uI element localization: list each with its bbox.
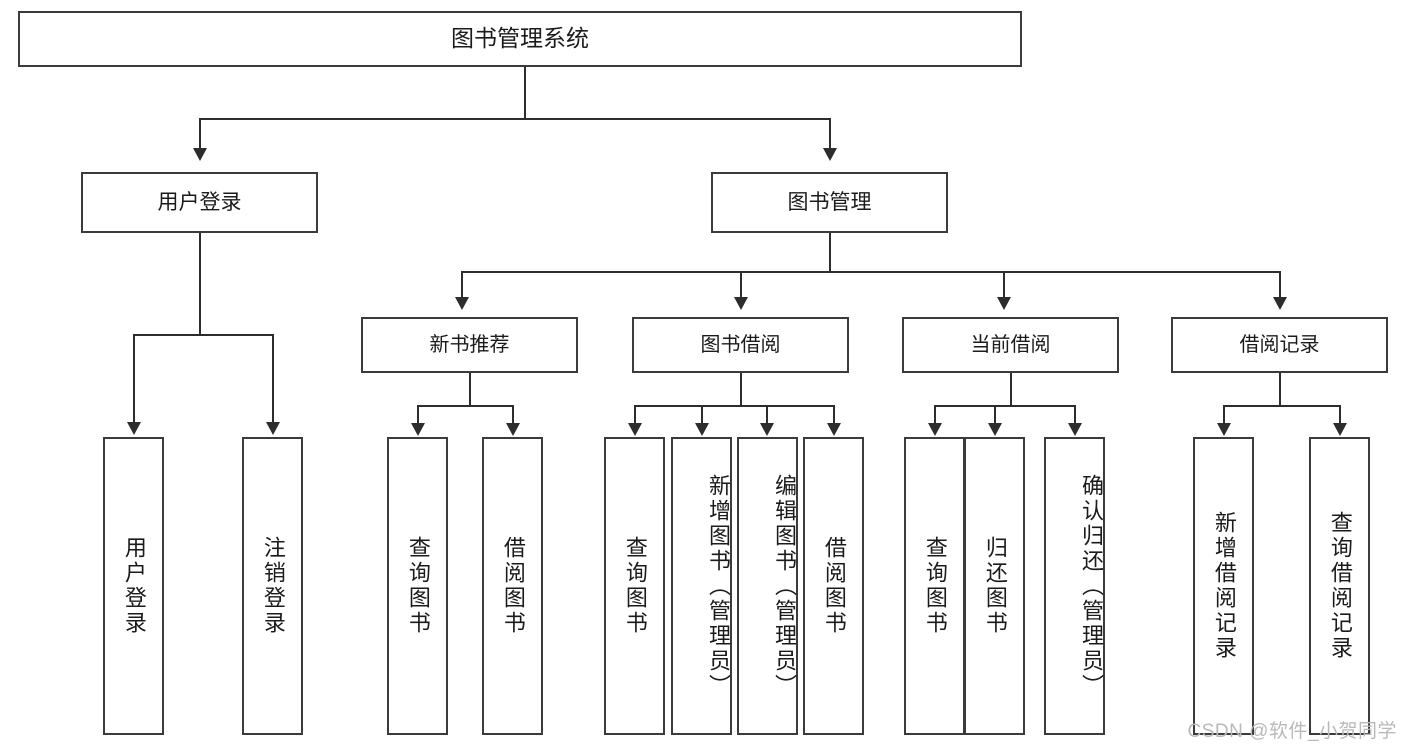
edge-current-borrow-bus: [934, 405, 1076, 407]
arrowhead-book-borrow-leaf-0: [628, 423, 642, 436]
edge-book-manage-to-new-book: [461, 271, 463, 299]
leaf-user-login-1[interactable]: 注销登录: [242, 437, 303, 735]
arrowhead-user-login-leaf-0: [127, 422, 141, 435]
leaf-book-borrow-3[interactable]: 借阅图书: [803, 437, 864, 735]
leaf-new-book-0[interactable]: 查询图书: [387, 437, 448, 735]
arrowhead-current-borrow-leaf-2: [1068, 423, 1082, 436]
edge-book-manage-to-borrow-record: [1279, 271, 1281, 299]
node-book-borrow-label: 图书借阅: [700, 333, 781, 356]
leaf-book-borrow-2-label: 编辑图书（管理员）: [772, 473, 797, 699]
leaf-user-login-1-label: 注销登录: [260, 536, 286, 636]
node-current-borrow-label: 当前借阅: [970, 333, 1051, 356]
edge-book-borrow-stem: [740, 373, 742, 406]
edge-current-borrow-to-leaf-2: [1074, 405, 1076, 425]
edge-book-manage-stem: [829, 233, 831, 272]
leaf-book-borrow-1-label: 新增图书（管理员）: [706, 473, 731, 699]
leaf-current-borrow-2[interactable]: 确认归还（管理员）: [1044, 437, 1105, 735]
node-new-book-recommend[interactable]: 新书推荐: [361, 317, 578, 373]
arrowhead-borrow-record: [1273, 297, 1287, 310]
leaf-current-borrow-1[interactable]: 归还图书: [964, 437, 1025, 735]
arrowhead-current-borrow: [997, 297, 1011, 310]
edge-user-login-to-leaf-0: [133, 334, 135, 424]
arrowhead-user-login-leaf-1: [266, 422, 280, 435]
leaf-user-login-0-label: 用户登录: [121, 536, 147, 636]
leaf-book-borrow-0[interactable]: 查询图书: [604, 437, 665, 735]
edge-root-to-user-login: [199, 118, 201, 150]
edge-root-to-book-manage: [829, 118, 831, 150]
edge-current-borrow-stem: [1010, 373, 1012, 406]
arrowhead-borrow-record-leaf-1: [1333, 423, 1347, 436]
edge-book-borrow-to-leaf-3: [833, 405, 835, 425]
leaf-current-borrow-1-label: 归还图书: [982, 536, 1008, 636]
edge-borrow-record-to-leaf-1: [1339, 405, 1341, 425]
arrowhead-book-borrow-leaf-1: [695, 423, 709, 436]
csdn-watermark: CSDN @软件_小贺同学: [1187, 721, 1397, 742]
arrowhead-root-to-user-login: [193, 148, 207, 161]
edge-borrow-record-stem: [1279, 373, 1281, 406]
edge-borrow-record-bus: [1223, 405, 1341, 407]
leaf-book-borrow-0-label: 查询图书: [622, 536, 648, 636]
edge-book-manage-to-current-borrow: [1003, 271, 1005, 299]
edge-user-login-to-leaf-1: [272, 334, 274, 424]
node-root-label: 图书管理系统: [451, 25, 589, 52]
leaf-user-login-0[interactable]: 用户登录: [103, 437, 164, 735]
leaf-book-borrow-3-label: 借阅图书: [821, 536, 847, 636]
leaf-current-borrow-2-label: 确认归还（管理员）: [1079, 473, 1104, 699]
arrowhead-new-book-leaf-1: [506, 423, 520, 436]
node-root-system[interactable]: 图书管理系统: [18, 11, 1022, 67]
edge-book-borrow-to-leaf-2: [766, 405, 768, 425]
leaf-borrow-record-0-label: 新增借阅记录: [1211, 511, 1237, 661]
leaf-new-book-1-label: 借阅图书: [500, 536, 526, 636]
arrowhead-new-book-recommend: [455, 297, 469, 310]
edge-root-stem: [524, 67, 526, 119]
leaf-book-borrow-2[interactable]: 编辑图书（管理员）: [737, 437, 798, 735]
edge-new-book-to-leaf-1: [512, 405, 514, 425]
arrowhead-book-borrow-leaf-2: [760, 423, 774, 436]
arrowhead-new-book-leaf-0: [411, 423, 425, 436]
arrowhead-current-borrow-leaf-1: [988, 423, 1002, 436]
arrowhead-root-to-book-manage: [823, 148, 837, 161]
leaf-new-book-1[interactable]: 借阅图书: [482, 437, 543, 735]
node-new-book-recommend-label: 新书推荐: [429, 333, 510, 356]
edge-current-borrow-to-leaf-1: [994, 405, 996, 425]
arrowhead-book-borrow-leaf-3: [827, 423, 841, 436]
leaf-borrow-record-1[interactable]: 查询借阅记录: [1309, 437, 1370, 735]
edge-user-login-bus: [133, 334, 274, 336]
node-current-borrow[interactable]: 当前借阅: [902, 317, 1119, 373]
arrowhead-book-borrow: [734, 297, 748, 310]
edge-book-borrow-to-leaf-1: [701, 405, 703, 425]
node-user-login-label: 用户登录: [157, 190, 242, 214]
edge-new-book-stem: [469, 373, 471, 406]
leaf-borrow-record-0[interactable]: 新增借阅记录: [1193, 437, 1254, 735]
node-book-manage-label: 图书管理: [787, 190, 872, 214]
node-book-borrow[interactable]: 图书借阅: [632, 317, 849, 373]
node-user-login[interactable]: 用户登录: [81, 172, 318, 233]
edge-book-borrow-bus: [634, 405, 834, 407]
node-borrow-record[interactable]: 借阅记录: [1171, 317, 1388, 373]
leaf-new-book-0-label: 查询图书: [405, 536, 431, 636]
edge-user-login-stem: [199, 233, 201, 335]
edge-root-bus: [199, 118, 831, 120]
node-borrow-record-label: 借阅记录: [1239, 333, 1320, 356]
edge-new-book-to-leaf-0: [417, 405, 419, 425]
leaf-current-borrow-0[interactable]: 查询图书: [904, 437, 965, 735]
edge-book-borrow-to-leaf-0: [634, 405, 636, 425]
arrowhead-current-borrow-leaf-0: [928, 423, 942, 436]
edge-book-manage-to-book-borrow: [740, 271, 742, 299]
edge-current-borrow-to-leaf-0: [934, 405, 936, 425]
edge-book-manage-bus: [461, 271, 1281, 273]
leaf-book-borrow-1[interactable]: 新增图书（管理员）: [671, 437, 732, 735]
arrowhead-borrow-record-leaf-0: [1217, 423, 1231, 436]
leaf-borrow-record-1-label: 查询借阅记录: [1327, 511, 1353, 661]
edge-borrow-record-to-leaf-0: [1223, 405, 1225, 425]
node-book-manage[interactable]: 图书管理: [711, 172, 948, 233]
edge-new-book-bus: [417, 405, 514, 407]
leaf-current-borrow-0-label: 查询图书: [922, 536, 948, 636]
